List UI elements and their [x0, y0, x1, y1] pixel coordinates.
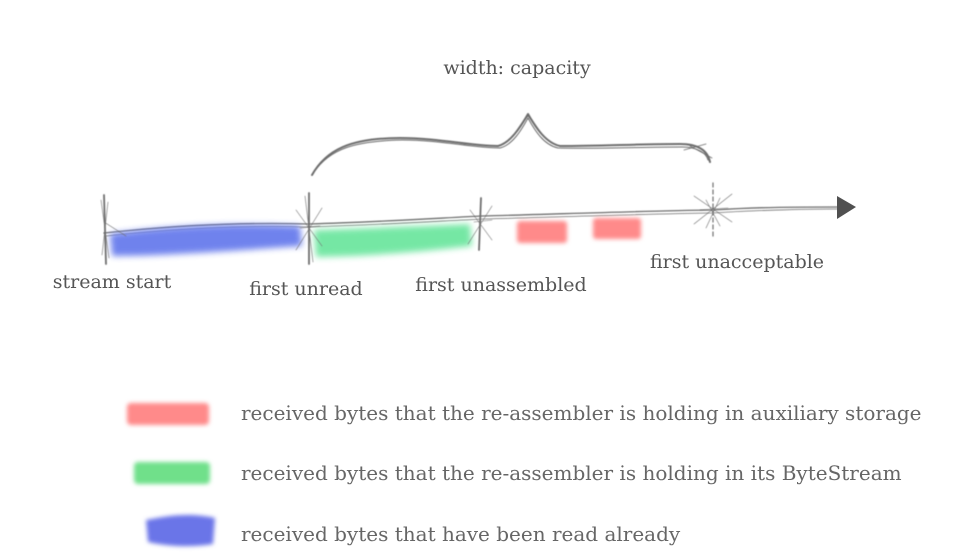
- first-unassembled-label: first unassembled: [415, 274, 586, 296]
- auxiliary-bytes-chunk-2: [593, 218, 641, 239]
- legend-swatch-bytestream: [134, 462, 210, 484]
- first-unacceptable-label: first unacceptable: [650, 251, 824, 273]
- legend-text-auxiliary: received bytes that the re-assembler is …: [241, 401, 922, 425]
- legend-item-bytestream: received bytes that the re-assembler is …: [134, 461, 902, 485]
- legend-text-read: received bytes that have been read alrea…: [241, 522, 681, 546]
- legend: received bytes that the re-assembler is …: [127, 401, 922, 547]
- capacity-brace: [311, 113, 713, 176]
- legend-item-auxiliary: received bytes that the re-assembler is …: [127, 401, 922, 425]
- legend-text-bytestream: received bytes that the re-assembler is …: [241, 461, 902, 485]
- capacity-label: width: capacity: [443, 57, 591, 79]
- bytestream-bytes-region: [314, 224, 472, 257]
- first-unacceptable-tick: [693, 182, 733, 239]
- auxiliary-bytes-chunk-1: [517, 221, 567, 243]
- stream-start-label: stream start: [53, 271, 172, 293]
- legend-swatch-auxiliary: [127, 403, 209, 425]
- first-unread-label: first unread: [249, 278, 362, 300]
- read-bytes-region: [110, 224, 302, 256]
- stream-start-tick: [100, 194, 127, 265]
- legend-swatch-read: [146, 514, 215, 547]
- first-unassembled-tick: [467, 197, 493, 251]
- stream-arrow-head: [837, 196, 856, 219]
- legend-item-read: received bytes that have been read alrea…: [146, 514, 681, 547]
- first-unread-tick: [295, 192, 323, 265]
